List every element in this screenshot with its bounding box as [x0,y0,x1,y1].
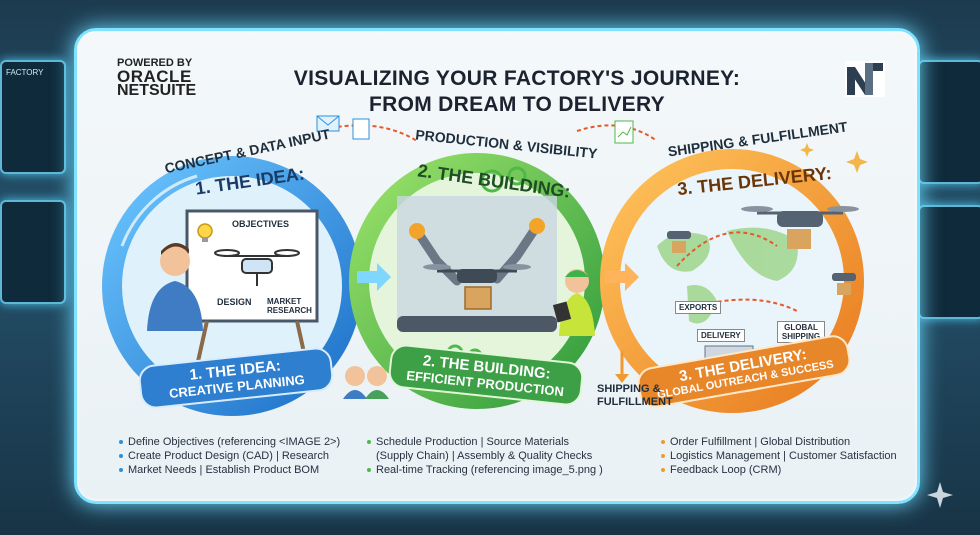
conveyor-belt-icon [397,316,557,332]
list-item: (Supply Chain) | Assembly & Quality Chec… [376,450,593,462]
title-line-1: VISUALIZING YOUR FACTORY'S JOURNEY: [293,67,741,90]
powered-by-block: POWERED BY ORACLE NETSUITE [117,56,197,99]
list-item: Order Fulfillment | Global Distribution [661,435,897,449]
list-item: Feedback Loop (CRM) [661,463,897,477]
board-label-market-research: MARKET RESEARCH [267,297,312,315]
journey-infographic-card: POWERED BY ORACLE NETSUITE VISUALIZING Y… [74,28,920,504]
team-avatars-icon [343,366,389,399]
shipping-fulfillment-note: SHIPPING & FULFILLMENT [597,383,673,408]
list-item: Define Objectives (referencing <IMAGE 2>… [119,435,340,449]
stage-2-ring [349,153,605,409]
list-item: Market Needs | Establish Product BOM [119,463,340,477]
background-screen-label: FACTORY [6,68,44,77]
envelope-icon [316,115,340,132]
powered-by-label: POWERED BY [117,57,193,69]
stage-1-bullets: Define Objectives (referencing <IMAGE 2>… [119,435,340,477]
list-item: Logistics Management | Customer Satisfac… [661,449,897,463]
netsuite-brand: NETSUITE [117,82,197,99]
journey-diagram [102,115,868,416]
background-left-screen: FACTORY [0,60,66,174]
background-left-screen-2 [0,200,66,304]
list-item: Real-time Tracking (referencing image_5.… [367,463,603,477]
delivery-drone-icon [741,206,859,249]
title-line-2: FROM DREAM TO DELIVERY [369,93,665,116]
page-title: VISUALIZING YOUR FACTORY'S JOURNEY: FROM… [287,66,747,118]
lightbulb-icon [197,223,213,242]
oracle-brand: ORACLE [117,67,192,86]
stage-3-bullets: Order Fulfillment | Global Distribution … [661,435,897,477]
small-drone-icon [667,231,856,295]
package-icon [464,286,492,310]
corner-sparkle-icon [927,482,953,508]
chart-document-icon [614,120,634,144]
stage-2-bullets: Schedule Production | Source Materials (… [367,435,603,477]
background-right-screen-2 [918,205,980,319]
sparkle-icon [800,143,868,173]
person-thinking-icon [147,242,203,331]
stage-1-ring [102,156,362,416]
netsuite-logo-icon [845,61,885,97]
map-label-delivery: DELIVERY [697,329,745,342]
drone-icon [423,264,531,283]
map-label-exports: EXPORTS [675,301,722,314]
background-right-screen [918,60,980,184]
worker-icon [552,269,595,336]
list-item: Schedule Production | Source Materials [367,435,603,449]
document-icon [352,118,370,140]
list-item: Create Product Design (CAD) | Research [119,449,340,463]
tablet-icon [552,301,572,323]
drone-sketch-icon [214,249,300,286]
board-label-design: DESIGN [217,297,252,307]
flow-arrow-icon [357,263,639,291]
board-label-objectives: OBJECTIVES [232,219,290,229]
